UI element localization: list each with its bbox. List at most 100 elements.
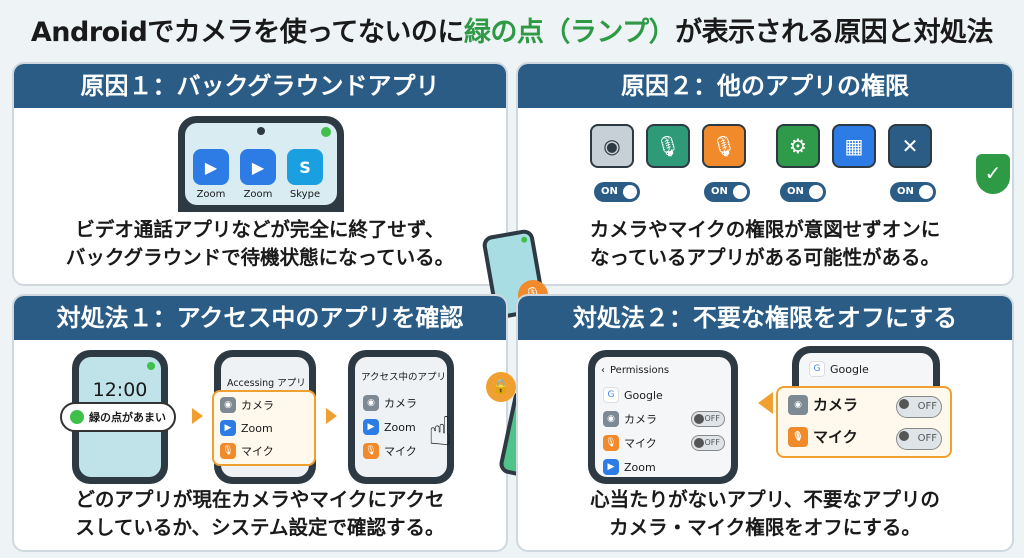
camera-dot-icon [257, 127, 265, 135]
item-label: カメラ [624, 413, 657, 426]
toggle-on[interactable]: ON [594, 182, 640, 202]
panel-header: 原因１：バックグラウンドアプリ [14, 64, 506, 108]
microphone-icon: 🎙 [702, 124, 746, 168]
phone-screen: アクセス中のアプリ ◉カメラ ▶Zoom 🎙マイク [355, 357, 447, 477]
zoom-icon: ▶ [363, 419, 379, 435]
skype-app-icon: S [287, 149, 323, 185]
item-label: カメラ [241, 399, 274, 412]
toggle-off[interactable]: OFF [691, 435, 725, 451]
phone-screen: ‹ Permissions G Google ◉ カメラ OFF 🎙 マイク OFF ▶… [595, 357, 731, 477]
phone-illustration: ‹ Permissions G Google ◉ カメラ OFF 🎙 マイク OFF ▶… [588, 350, 738, 484]
panel-header: 原因２：他のアプリの権限 [518, 64, 1012, 108]
app-label: Zoom [196, 189, 226, 200]
item-label: マイク [624, 437, 657, 450]
list-item[interactable]: ▶ Zoom [603, 459, 656, 475]
phone-screen: ▶ Zoom ▶ Zoom S Skype [185, 123, 337, 205]
google-icon: G [603, 387, 619, 403]
desc-line: どのアプリが現在カメラやマイクにアクセ [75, 488, 445, 511]
microphone-icon: 🎙 [220, 443, 236, 459]
hand-pointer-icon: ☝ [428, 409, 453, 455]
list-item[interactable]: ▶ Zoom [363, 419, 416, 435]
permission-popup: ◉ カメラ OFF 🎙マイク OFF [776, 386, 952, 458]
list-item[interactable]: ◉カメラ [363, 395, 417, 411]
toggle-on[interactable]: ON [890, 182, 936, 202]
title-highlight: 緑の点（ランプ） [463, 17, 676, 48]
item-label: カメラ [813, 396, 859, 414]
desc-line: カメラやマイクの権限が意図せずオンに [589, 218, 941, 241]
item-label: Zoom [624, 460, 656, 474]
panel-cause-2: 原因２：他のアプリの権限 ◉ 🎙 🎙 ⚙ ▦ ✕ ON ON ON ON ✓ カ… [516, 62, 1014, 286]
title-part2: が表示される原因と対処法 [675, 17, 994, 48]
list-item[interactable]: 🎙 マイク [220, 443, 274, 459]
phone-illustration: ▶ Zoom ▶ Zoom S Skype [178, 116, 344, 212]
panel-solution-1: 対処法１：アクセス中のアプリを確認 12:00 緑の点があまい Accessin… [12, 294, 508, 552]
screen-title: Permissions [610, 365, 670, 376]
green-indicator-icon [321, 127, 331, 137]
green-dot-icon [70, 410, 84, 424]
callout-label: 緑の点があまい [89, 411, 166, 424]
arrow-right-icon [326, 408, 337, 424]
panel-description: どのアプリが現在カメラやマイクにアクセ スしているか、システム設定で確認する。 [14, 486, 506, 542]
accessing-apps-popup: ◉ カメラ ▶ Zoom 🎙 マイク [212, 390, 316, 466]
arrow-left-icon [758, 392, 773, 414]
desc-line: ビデオ通話アプリなどが完全に終了せず、 [75, 218, 445, 241]
list-item[interactable]: ◉ カメラ [220, 397, 274, 413]
panel-cause-1: 原因１：バックグラウンドアプリ ▶ Zoom ▶ Zoom S Skype ビデ… [12, 62, 508, 286]
shield-check-icon: ✓ [976, 154, 1010, 194]
toggle-off[interactable]: OFF [896, 428, 942, 450]
zoom-app-icon: ▶ [193, 149, 229, 185]
phone-illustration: アクセス中のアプリ ◉カメラ ▶Zoom 🎙マイク [348, 350, 454, 484]
camera-icon: ◉ [590, 124, 634, 168]
toggle-off[interactable]: OFF [896, 396, 942, 418]
panel-description: カメラやマイクの権限が意図せずオンに なっているアプリがある可能性がある。 [518, 216, 1012, 272]
list-item[interactable]: 🎙マイク [788, 426, 858, 447]
desc-line: なっているアプリがある可能性がある。 [589, 246, 941, 269]
list-item[interactable]: G Google [603, 387, 663, 403]
panel-header: 対処法２：不要な権限をオフにする [518, 296, 1012, 340]
toggle-off[interactable]: OFF [691, 411, 725, 427]
list-item[interactable]: ▶ Zoom [220, 420, 273, 436]
toggle-on[interactable]: ON [780, 182, 826, 202]
desc-line: カメラ・マイク権限をオフにする。 [609, 516, 921, 539]
lock-badge-icon: 🔒 [486, 372, 516, 402]
zoom-icon: ▶ [220, 420, 236, 436]
desc-line: スしているか、システム設定で確認する。 [75, 516, 445, 539]
desc-line: バックグラウンドで待機状態になっている。 [65, 246, 455, 269]
list-item[interactable]: 🎙 マイク [363, 443, 417, 459]
list-item[interactable]: 🎙 マイク [603, 435, 657, 451]
microphone-icon: 🎙 [603, 435, 619, 451]
camera-icon: ◉ [603, 411, 619, 427]
green-dot-callout[interactable]: 緑の点があまい [60, 402, 176, 432]
zoom-icon: ▶ [603, 459, 619, 475]
back-arrow-icon[interactable]: ‹ [601, 365, 605, 376]
item-label: Zoom [241, 421, 273, 435]
apps-grid-icon: ▦ [832, 124, 876, 168]
settings-gear-icon: ⚙ [776, 124, 820, 168]
toggle-on[interactable]: ON [704, 182, 750, 202]
item-label: マイク [384, 445, 417, 458]
item-label: マイク [241, 445, 274, 458]
clock-text: 12:00 [92, 379, 148, 401]
item-label: Google [624, 388, 663, 402]
item-label: Zoom [384, 420, 416, 434]
green-indicator-icon [520, 236, 528, 244]
title-part1: Androidでカメラを使ってないのに [30, 17, 465, 48]
app-label: Zoom [243, 189, 273, 200]
panel-header: 対処法１：アクセス中のアプリを確認 [14, 296, 506, 340]
list-item[interactable]: ◉ カメラ [788, 394, 858, 415]
item-label: カメラ [384, 397, 417, 410]
microphone-icon: 🎙 [363, 443, 379, 459]
page-title: Androidでカメラを使ってないのに緑の点（ランプ）が表示される原因と対処法 [0, 10, 1024, 49]
microphone-icon: 🎙 [788, 426, 808, 447]
panel-description: ビデオ通話アプリなどが完全に終了せず、 バックグラウンドで待機状態になっている。 [14, 216, 506, 272]
screen-title: Accessing アプリ [227, 378, 306, 389]
camera-icon: ◉ [788, 394, 808, 415]
list-item[interactable]: ◉ カメラ [603, 411, 657, 427]
panel-description: 心当たりがないアプリ、不要なアプリの カメラ・マイク権限をオフにする。 [518, 486, 1012, 542]
item-label: Google [830, 362, 869, 376]
desc-line: 心当たりがないアプリ、不要なアプリの [590, 488, 940, 511]
camera-icon: ◉ [220, 397, 236, 413]
